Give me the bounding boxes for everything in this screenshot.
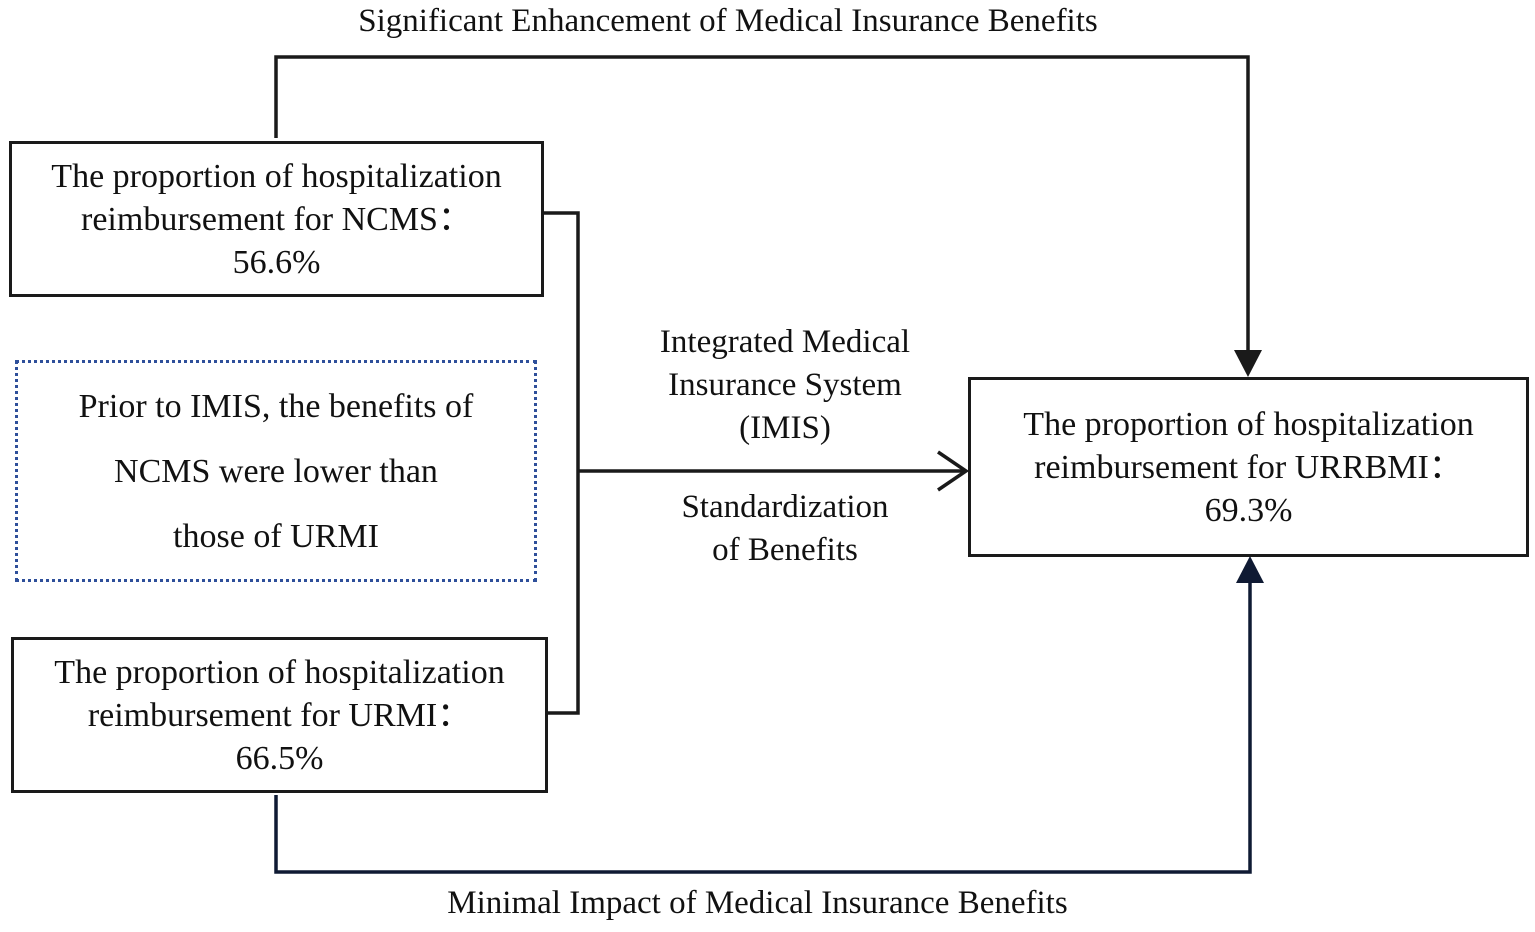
- ncms-box-value: 56.6%: [232, 243, 321, 281]
- imis-label-line2: Insurance System: [668, 367, 902, 403]
- imis-label-line3: (IMIS): [739, 410, 831, 446]
- imis-label: Integrated Medical Insurance System (IMI…: [610, 321, 960, 450]
- middle-arrowhead: [937, 450, 970, 492]
- standardization-label-line1: Standardization: [681, 489, 889, 525]
- urrbmi-box-line1: The proportion of hospitalization: [1023, 405, 1474, 443]
- ncms-box-line2: reimbursement for NCMS：: [81, 200, 472, 238]
- top-connector-line: [274, 55, 1250, 352]
- urrbmi-box-value: 69.3%: [1204, 491, 1293, 529]
- top-arrowhead: [1234, 350, 1262, 377]
- top-connector-label: Significant Enhancement of Medical Insur…: [358, 3, 1098, 39]
- note-box: Prior to IMIS, the benefits of NCMS were…: [15, 360, 537, 582]
- ncms-box: The proportion of hospitalization reimbu…: [9, 141, 544, 297]
- bottom-connector-line: [274, 580, 1252, 874]
- urmi-box-line1: The proportion of hospitalization: [54, 653, 505, 691]
- imis-label-line1: Integrated Medical: [659, 324, 911, 360]
- urmi-box: The proportion of hospitalization reimbu…: [11, 637, 548, 793]
- urmi-box-line2: reimbursement for URMI：: [87, 696, 472, 734]
- standardization-label: Standardization of Benefits: [610, 486, 960, 572]
- merge-bracket: [544, 211, 580, 715]
- urmi-box-value: 66.5%: [235, 739, 324, 777]
- urrbmi-box: The proportion of hospitalization reimbu…: [968, 377, 1529, 557]
- urrbmi-box-line2: reimbursement for URRBMI：: [1034, 448, 1463, 486]
- bottom-connector-label: Minimal Impact of Medical Insurance Bene…: [447, 885, 1068, 921]
- note-box-line2: NCMS were lower than: [114, 452, 438, 490]
- standardization-label-line2: of Benefits: [712, 532, 858, 568]
- note-box-line1: Prior to IMIS, the benefits of: [78, 387, 474, 425]
- ncms-box-line1: The proportion of hospitalization: [51, 157, 502, 195]
- bottom-arrowhead: [1236, 556, 1264, 583]
- note-box-line3: those of URMI: [173, 517, 379, 555]
